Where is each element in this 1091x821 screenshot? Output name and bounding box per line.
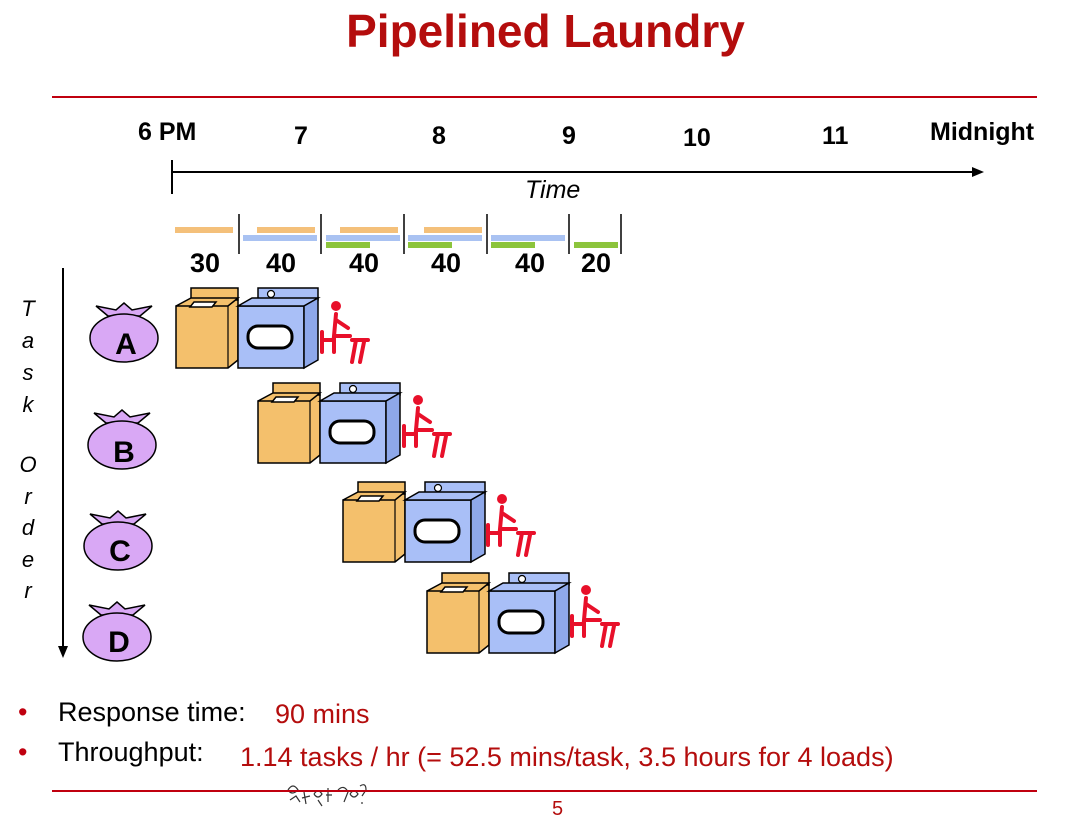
time-label-8: 8	[432, 122, 446, 150]
task-order-letter: d	[21, 515, 35, 540]
dryer-icon	[403, 480, 487, 564]
fold-bar	[408, 242, 452, 248]
time-label-10: 10	[683, 124, 711, 152]
washer-icon	[175, 287, 239, 369]
dry-bar	[491, 235, 565, 241]
wash-bar	[424, 227, 482, 233]
task-order-letter: e	[21, 547, 35, 572]
duration-stage-5: 40	[514, 248, 546, 278]
time-axis-arrowhead	[972, 167, 984, 177]
page-number: 5	[552, 798, 564, 820]
dryer-icon	[318, 381, 402, 465]
task-order-letter: k	[22, 392, 34, 417]
dry-bar	[408, 235, 482, 241]
bottom-divider	[52, 790, 1037, 792]
task-order-letter: r	[24, 484, 32, 509]
folder-icon	[570, 583, 620, 648]
bullet-marker: •	[18, 697, 28, 727]
fold-bar	[326, 242, 370, 248]
throughput-value: 1.14 tasks / hr (= 52.5 mins/task, 3.5 h…	[240, 742, 894, 772]
task-order-letter: T	[21, 296, 35, 321]
folder-icon	[402, 393, 452, 458]
bullet-marker: •	[18, 737, 28, 767]
washer-icon	[342, 481, 406, 563]
task-letter-a: A	[115, 328, 137, 361]
fold-bar	[491, 242, 535, 248]
duration-stage-3: 40	[348, 248, 380, 278]
dryer-icon	[487, 571, 571, 655]
folder-icon	[486, 492, 536, 557]
task-letter-c: C	[109, 535, 131, 568]
bullet-label: Throughput:	[58, 737, 204, 767]
time-label-7: 7	[294, 122, 308, 150]
task-letter-d: D	[108, 626, 130, 659]
slide-title: Pipelined Laundry	[346, 5, 745, 57]
task-letter-b: B	[113, 436, 135, 469]
handwritten-annotation	[287, 784, 367, 807]
task-order-letter: s	[22, 360, 34, 385]
wash-bar	[340, 227, 398, 233]
bullet-throughput: • Throughput:	[18, 737, 204, 768]
duration-stage-2: 40	[265, 248, 297, 278]
duration-fold-d: 20	[580, 248, 612, 278]
wash-bar	[257, 227, 315, 233]
task-order-arrowhead	[58, 646, 68, 658]
time-label-midnight: Midnight	[930, 118, 1035, 146]
dryer-icon	[236, 286, 320, 370]
time-axis-title: Time	[525, 176, 581, 204]
time-label-6pm: 6 PM	[138, 118, 197, 146]
top-divider	[52, 96, 1037, 98]
time-label-9: 9	[562, 122, 576, 150]
task-order-letter: O	[19, 452, 37, 477]
duration-wash-a: 30	[189, 248, 221, 278]
bullet-response-time: • Response time:	[18, 697, 246, 728]
washer-icon	[257, 382, 321, 464]
duration-stage-4: 40	[430, 248, 462, 278]
bullet-label: Response time:	[58, 697, 246, 727]
dry-bar	[243, 235, 317, 241]
dry-bar	[326, 235, 400, 241]
time-label-11: 11	[822, 122, 849, 150]
task-order-letter: a	[21, 328, 35, 353]
fold-bar	[574, 242, 618, 248]
washer-icon	[426, 572, 490, 654]
folder-icon	[320, 299, 370, 364]
response-time-value: 90 mins	[275, 699, 370, 729]
wash-bar	[175, 227, 233, 233]
task-order-letter: r	[24, 578, 32, 603]
